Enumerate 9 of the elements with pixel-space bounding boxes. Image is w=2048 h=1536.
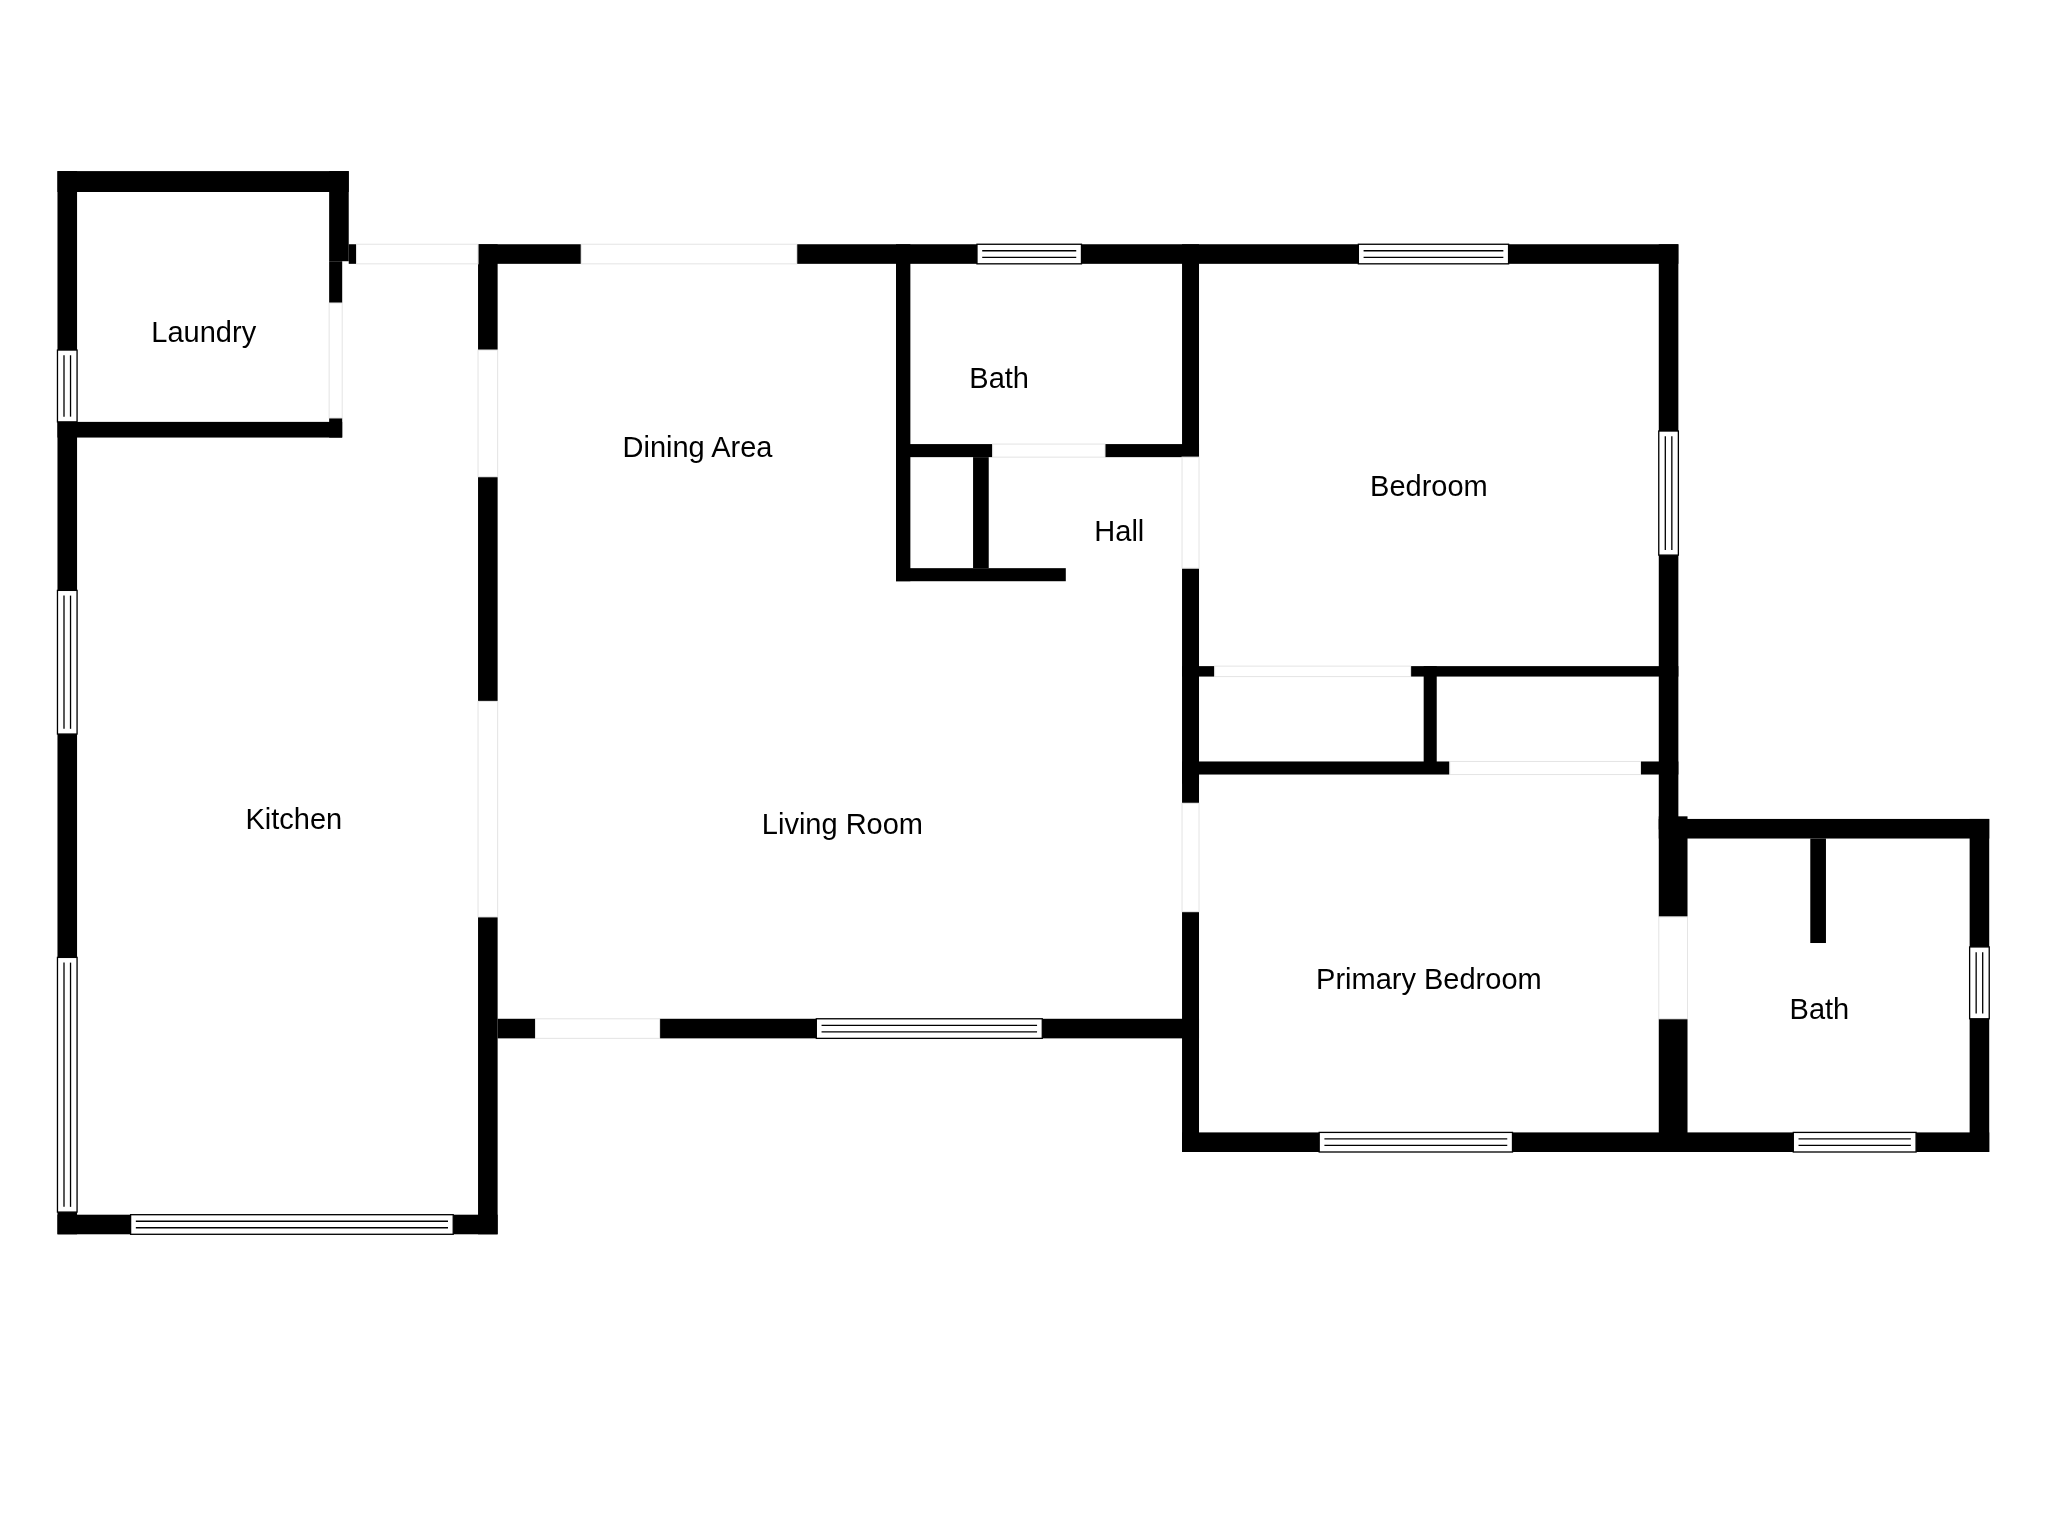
room-label: Kitchen <box>245 802 343 838</box>
room-label: Laundry <box>151 315 257 351</box>
room-label: Living Room <box>761 807 924 843</box>
room-label: Bath <box>1789 991 1850 1027</box>
room-label: Hall <box>1094 513 1145 549</box>
room-label: Bedroom <box>1370 469 1488 505</box>
room-label: Primary Bedroom <box>1316 961 1542 997</box>
room-label: Bath <box>969 361 1029 396</box>
room-label: Dining Area <box>622 430 773 466</box>
